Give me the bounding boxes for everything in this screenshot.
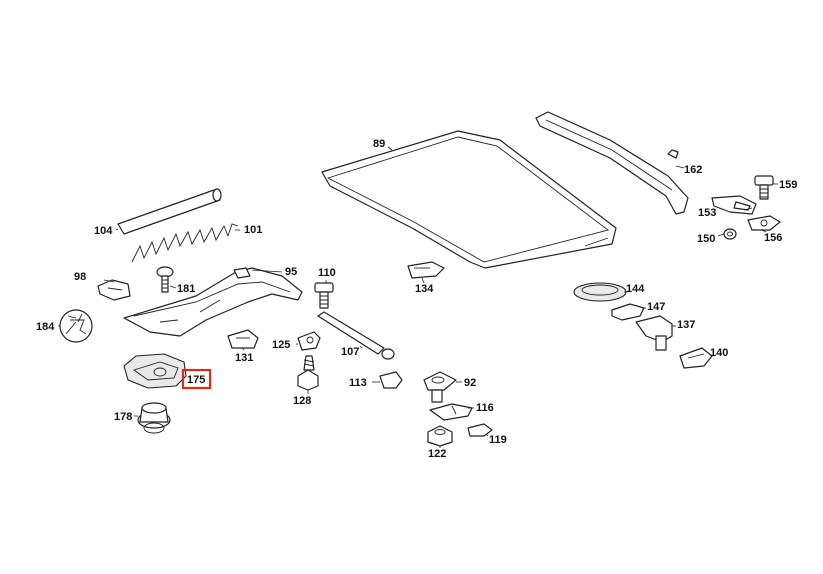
label-89[interactable]: 89 [373,138,385,150]
label-178[interactable]: 178 [114,411,132,423]
label-122[interactable]: 122 [428,448,446,460]
part-107-gas-strut[interactable] [317,311,395,360]
label-128[interactable]: 128 [293,395,311,407]
part-128-screw[interactable] [297,355,319,391]
part-162-seal-strip[interactable] [535,111,689,215]
part-92-cap-nut[interactable] [423,371,457,403]
label-156[interactable]: 156 [764,232,782,244]
part-116-clip[interactable] [429,403,473,421]
part-137-lock-bracket[interactable] [635,315,673,351]
label-153[interactable]: 153 [698,207,716,219]
part-131-clip[interactable] [227,329,259,349]
part-184-wrench-icon[interactable] [59,309,93,343]
part-113-clip[interactable] [379,371,403,389]
label-162[interactable]: 162 [684,164,702,176]
label-98[interactable]: 98 [74,271,86,283]
label-181[interactable]: 181 [177,283,195,295]
highlight-box-175 [181,368,212,390]
label-116[interactable]: 116 [476,402,494,414]
part-119-clip[interactable] [467,423,493,437]
label-104[interactable]: 104 [94,225,113,237]
label-125[interactable]: 125 [272,339,290,351]
label-101[interactable]: 101 [244,224,262,236]
label-159[interactable]: 159 [779,179,797,191]
part-144-pad[interactable] [573,282,627,302]
label-107[interactable]: 107 [341,346,359,358]
label-150[interactable]: 150 [697,233,715,245]
part-125-nut-plate[interactable] [297,331,321,351]
leader-89 [387,146,393,151]
part-122-nut[interactable] [427,425,453,447]
part-98-bracket[interactable] [97,279,131,301]
label-95[interactable]: 95 [285,266,297,278]
label-137[interactable]: 137 [677,319,695,331]
label-113[interactable]: 113 [349,377,367,389]
label-119[interactable]: 119 [489,434,507,446]
part-175-rubber-mount[interactable] [123,353,187,389]
label-184[interactable]: 184 [36,321,55,333]
part-140-latch[interactable] [679,347,713,369]
part-101-spring[interactable] [131,223,239,263]
part-178-grommet[interactable] [137,402,171,434]
part-95-hinge-assembly[interactable] [123,267,303,337]
part-134-clip[interactable] [407,261,445,279]
label-175[interactable]: 175 [187,374,205,386]
label-92[interactable]: 92 [464,377,476,389]
label-110[interactable]: 110 [318,267,336,279]
part-147-buffer[interactable] [611,303,645,321]
callout-labels: 89 162 159 153 150 156 104 101 98 181 95… [36,138,797,460]
label-134[interactable]: 134 [415,283,434,295]
label-131[interactable]: 131 [235,352,253,364]
label-144[interactable]: 144 [626,283,645,295]
label-140[interactable]: 140 [710,347,728,359]
part-104-rod[interactable] [117,188,222,235]
label-147[interactable]: 147 [647,301,665,313]
leader-lines [103,183,778,448]
part-181-screw[interactable] [156,266,174,293]
part-110-bolt[interactable] [314,282,334,309]
leader-162 [675,165,685,169]
part-159-bolt[interactable] [754,175,774,200]
part-150-bushing[interactable] [723,228,737,240]
part-153-bracket[interactable] [711,195,757,215]
part-89-lid[interactable] [321,130,617,269]
part-156-clip[interactable] [747,215,781,231]
